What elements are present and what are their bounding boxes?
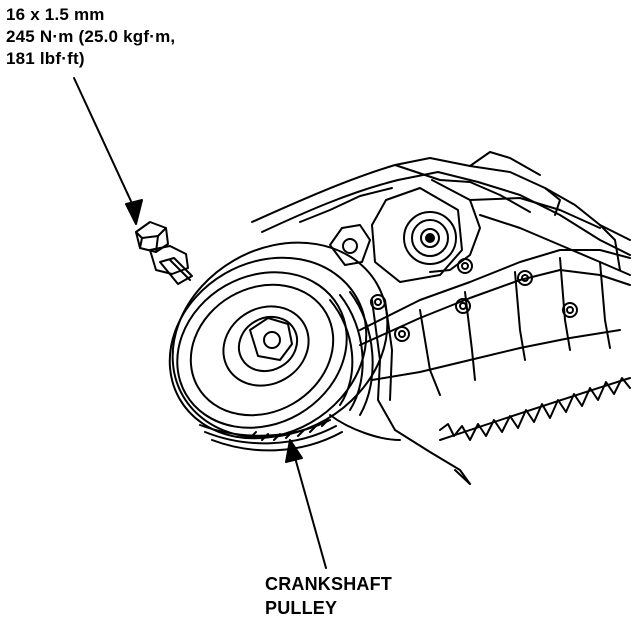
pulley-label-line-2: PULLEY — [265, 598, 338, 618]
block-bolts — [370, 258, 578, 342]
bolt-torque-text-2: 181 lbf·ft) — [6, 49, 85, 68]
oil-pan-ribs — [329, 377, 631, 485]
pulley-bolt — [135, 221, 193, 285]
engine-block — [251, 151, 631, 485]
bolt-leader-arrow — [73, 77, 143, 225]
pulley-leader-arrow — [285, 439, 327, 569]
idler-pulley — [403, 211, 457, 265]
crankshaft-pulley — [168, 241, 389, 452]
bolt-size-text: 16 x 1.5 mm — [6, 5, 105, 24]
bolt-spec-callout: 16 x 1.5 mm 245 N·m (25.0 kgf·m, 181 lbf… — [6, 4, 175, 70]
pulley-label-line-1: CRANKSHAFT — [265, 574, 392, 594]
bolt-torque-text-1: 245 N·m (25.0 kgf·m, — [6, 27, 176, 46]
pulley-callout: CRANKSHAFT PULLEY — [265, 572, 392, 620]
